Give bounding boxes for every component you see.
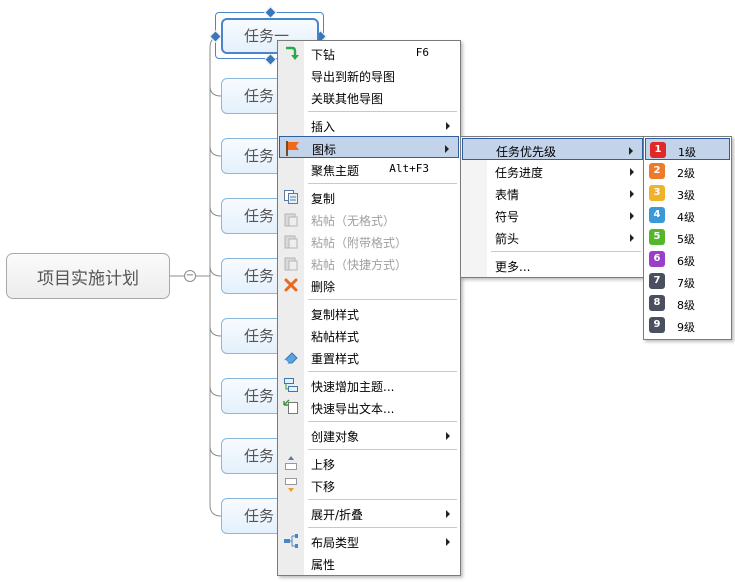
menu-separator	[308, 499, 457, 500]
priority-item-9[interactable]: 9 9级	[645, 314, 730, 336]
menu-item-copy-style[interactable]: 复制样式	[311, 308, 360, 322]
menu-item-link-other-map[interactable]: 关联其他导图	[311, 92, 384, 106]
eraser-icon	[284, 352, 298, 364]
submenu-arrow-icon	[446, 510, 450, 518]
menu-item-quick-add-topics[interactable]: 快速增加主题...	[279, 374, 459, 396]
submenu-item-task-progress[interactable]: 任务进度	[462, 160, 643, 182]
menu-item-paste-shortcut[interactable]: 粘帖（快捷方式）	[279, 252, 459, 274]
priority-item-7[interactable]: 7 7级	[645, 270, 730, 292]
icon-submenu: 任务优先级 任务进度 表情 符号 箭头 更多...	[460, 136, 645, 278]
export-text-icon	[283, 399, 298, 414]
menu-item-layout-type[interactable]: 布局类型	[279, 530, 459, 552]
priority-item-4[interactable]: 4 4级	[645, 204, 730, 226]
priority-item-8[interactable]: 8 8级	[645, 292, 730, 314]
menu-separator	[308, 111, 457, 112]
priority-item-5[interactable]: 5 5级	[645, 226, 730, 248]
copy-icon	[284, 190, 298, 204]
paste-icon	[284, 213, 298, 227]
layout-icon	[284, 534, 298, 548]
menu-item-properties[interactable]: 属性	[311, 558, 336, 572]
menu-item-export-new-map[interactable]: 导出到新的导图	[311, 70, 396, 84]
menu-item-quick-export-text[interactable]: 快速导出文本...	[279, 396, 459, 418]
menu-item-copy[interactable]: 复制	[279, 186, 459, 208]
menu-separator	[308, 183, 457, 184]
move-up-icon	[285, 456, 297, 470]
priority-item-2[interactable]: 2 2级	[645, 160, 730, 182]
submenu-arrow-icon	[629, 147, 633, 155]
priority-2-icon: 2	[649, 163, 665, 179]
priority-submenu: 1 1级 2 2级 3 3级 4 4级 5 5级 6 6级 7 7级 8 8级 …	[643, 136, 732, 340]
submenu-arrow-icon	[445, 145, 449, 153]
delete-icon	[284, 278, 298, 292]
root-topic[interactable]: 项目实施计划	[6, 253, 170, 299]
submenu-arrow-icon	[446, 538, 450, 546]
submenu-arrow-icon	[630, 234, 634, 242]
submenu-arrow-icon	[446, 432, 450, 440]
menu-separator	[308, 449, 457, 450]
menu-item-paste-style[interactable]: 粘帖样式	[311, 330, 360, 344]
priority-9-icon: 9	[649, 317, 665, 333]
submenu-item-arrows[interactable]: 箭头	[462, 226, 643, 248]
root-topic-label: 项目实施计划	[37, 268, 139, 289]
priority-6-icon: 6	[649, 251, 665, 267]
priority-8-icon: 8	[649, 295, 665, 311]
menu-item-insert[interactable]: 插入	[279, 114, 459, 136]
drill-down-icon	[286, 46, 299, 60]
submenu-item-emotions[interactable]: 表情	[462, 182, 643, 204]
menu-item-paste-plain[interactable]: 粘帖（无格式）	[279, 208, 459, 230]
menu-item-reset-style[interactable]: 重置样式	[279, 346, 459, 368]
submenu-item-task-priority[interactable]: 任务优先级	[462, 138, 643, 160]
menu-item-focus-topic[interactable]: 聚焦主题 Alt+F3	[311, 162, 429, 178]
menu-separator	[308, 527, 457, 528]
add-topics-icon	[284, 378, 298, 392]
collapse-toggle[interactable]: −	[184, 270, 196, 282]
menu-item-create-object[interactable]: 创建对象	[279, 424, 459, 446]
submenu-item-symbols[interactable]: 符号	[462, 204, 643, 226]
priority-3-icon: 3	[649, 185, 665, 201]
paste-icon	[284, 235, 298, 249]
submenu-arrow-icon	[630, 212, 634, 220]
menu-item-drill-down[interactable]: 下钻 F6	[279, 42, 459, 64]
context-menu: 下钻 F6 导出到新的导图 关联其他导图 插入 图标 聚焦主题 Alt+F3 复…	[277, 40, 461, 576]
menu-item-paste-formatted[interactable]: 粘帖（附带格式）	[279, 230, 459, 252]
priority-7-icon: 7	[649, 273, 665, 289]
menu-separator	[308, 299, 457, 300]
menu-separator	[491, 251, 641, 252]
paste-icon	[284, 257, 298, 271]
flag-icon	[286, 141, 299, 156]
submenu-arrow-icon	[446, 122, 450, 130]
menu-item-delete[interactable]: 删除	[279, 274, 459, 296]
priority-4-icon: 4	[649, 207, 665, 223]
priority-item-6[interactable]: 6 6级	[645, 248, 730, 270]
priority-item-1[interactable]: 1 1级	[645, 138, 730, 160]
menu-item-move-up[interactable]: 上移	[279, 452, 459, 474]
menu-item-icons[interactable]: 图标	[279, 136, 459, 158]
submenu-item-more[interactable]: 更多...	[495, 260, 531, 274]
priority-item-3[interactable]: 3 3级	[645, 182, 730, 204]
priority-1-icon: 1	[650, 142, 666, 158]
menu-item-move-down[interactable]: 下移	[279, 474, 459, 496]
menu-separator	[308, 371, 457, 372]
priority-5-icon: 5	[649, 229, 665, 245]
submenu-arrow-icon	[630, 168, 634, 176]
submenu-arrow-icon	[630, 190, 634, 198]
menu-item-expand-collapse[interactable]: 展开/折叠	[279, 502, 459, 524]
move-down-icon	[285, 478, 297, 492]
menu-separator	[308, 421, 457, 422]
